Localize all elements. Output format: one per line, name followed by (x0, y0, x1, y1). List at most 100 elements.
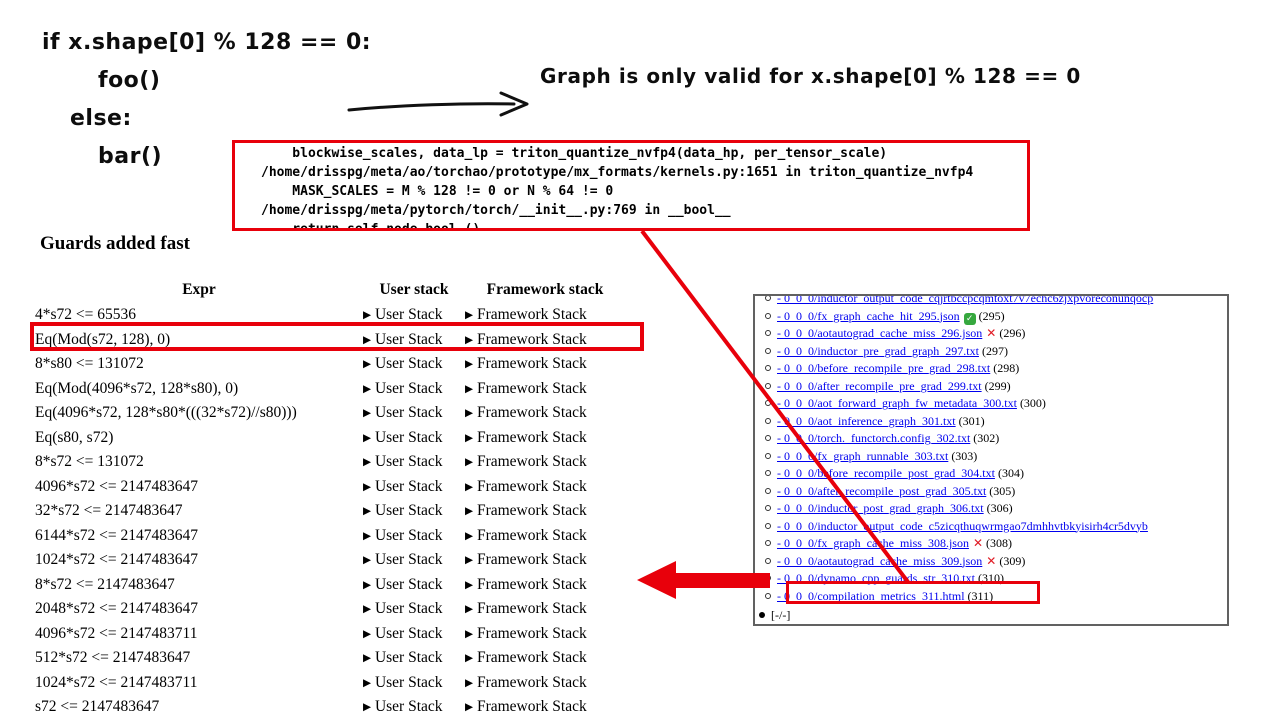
framework-stack-toggle[interactable]: ▶ Framework Stack (465, 526, 587, 544)
file-link[interactable]: - 0_0_0/fx_graph_cache_miss_308.json (777, 536, 969, 550)
file-link[interactable]: - 0_0_0/before_recompile_post_grad_304.t… (777, 466, 995, 480)
framework-stack-toggle[interactable]: ▶ Framework Stack (465, 600, 587, 618)
file-link[interactable]: - 0_0_0/aot_forward_graph_fw_metadata_30… (777, 396, 1017, 410)
file-count: (303) (948, 448, 978, 463)
file-count: (309) (996, 553, 1026, 568)
framework-stack-toggle[interactable]: ▶ Framework Stack (465, 477, 587, 495)
file-list-item: - 0_0_0/aot_inference_graph_301.txt (301… (765, 413, 1227, 431)
file-link[interactable]: - 0_0_0/after_recompile_pre_grad_299.txt (777, 378, 982, 393)
file-count: (299) (981, 378, 1011, 393)
guard-expr: Eq(Mod(s72, 128), 0) (35, 330, 171, 348)
file-link[interactable]: - 0_0_0/compilation_metrics_311.html (777, 588, 965, 603)
user-stack-toggle-cell: ▶ User Stack (363, 303, 465, 328)
framework-stack-toggle-cell: ▶ Framework Stack (465, 377, 625, 402)
guards-heading: Guards added fast (40, 233, 190, 254)
file-list-item: - 0_0_0/fx_graph_cache_hit_295.json✓ (29… (765, 308, 1227, 326)
file-link[interactable]: - 0_0_0/fx_graph_cache_hit_295.json (777, 308, 960, 323)
guard-expr: Eq(4096*s72, 128*s80*(((32*s72)//s80))) (35, 404, 297, 422)
bullet-circle-icon (765, 592, 771, 599)
file-link[interactable]: - 0_0_0/torch._functorch.config_302.txt (777, 431, 971, 445)
expand-triangle-icon: ▶ (363, 407, 372, 420)
framework-stack-toggle[interactable]: ▶ Framework Stack (465, 698, 587, 716)
framework-stack-toggle[interactable]: ▶ Framework Stack (465, 379, 587, 397)
status-cross-icon: ✕ (972, 536, 984, 550)
file-link[interactable]: - 0_0_0/aotautograd_cache_miss_296.json (777, 326, 983, 340)
user-stack-toggle-cell: ▶ User Stack (363, 646, 465, 671)
column-header-user-stack: User stack (379, 281, 449, 298)
framework-stack-toggle[interactable]: ▶ Framework Stack (465, 428, 587, 446)
user-stack-toggle[interactable]: ▶ User Stack (363, 379, 443, 397)
file-list-footer-label: [-/-] (771, 608, 791, 622)
file-count: (295) (975, 308, 1005, 323)
file-link[interactable]: - 0_0_0/aotautograd_cache_miss_309.json (777, 553, 983, 568)
bullet-circle-icon (765, 435, 771, 441)
framework-stack-toggle[interactable]: ▶ Framework Stack (465, 551, 587, 569)
guard-row: Eq(4096*s72, 128*s80*(((32*s72)//s80))) ▶… (35, 401, 625, 426)
expand-triangle-icon: ▶ (465, 529, 474, 542)
framework-stack-toggle-cell: ▶ Framework Stack (465, 671, 625, 696)
user-stack-toggle-cell: ▶ User Stack (363, 450, 465, 475)
user-stack-toggle[interactable]: ▶ User Stack (363, 306, 443, 324)
framework-stack-toggle[interactable]: ▶ Framework Stack (465, 502, 587, 520)
file-link[interactable]: - 0_0_0/aot_inference_graph_301.txt (777, 413, 956, 428)
user-stack-toggle[interactable]: ▶ User Stack (363, 477, 443, 495)
user-stack-toggle[interactable]: ▶ User Stack (363, 551, 443, 569)
user-stack-toggle[interactable]: ▶ User Stack (363, 673, 443, 691)
user-stack-toggle[interactable]: ▶ User Stack (363, 649, 443, 667)
framework-stack-toggle[interactable]: ▶ Framework Stack (465, 575, 587, 593)
file-count: (301) (955, 413, 985, 428)
user-stack-toggle[interactable]: ▶ User Stack (363, 330, 443, 348)
guard-expr: 32*s72 <= 2147483647 (35, 502, 183, 520)
file-link[interactable]: - 0_0_0/fx_graph_runnable_303.txt (777, 448, 949, 463)
user-stack-toggle[interactable]: ▶ User Stack (363, 355, 443, 373)
framework-stack-toggle[interactable]: ▶ Framework Stack (465, 404, 587, 422)
file-link[interactable]: - 0_0_0/inductor_output_code_cqjrtbccpcq… (777, 294, 1154, 305)
framework-stack-toggle[interactable]: ▶ Framework Stack (465, 673, 587, 691)
guard-expr: 8*s72 <= 131072 (35, 453, 144, 471)
guard-row: Eq(s80, s72)▶ User Stack▶ Framework Stac… (35, 426, 625, 451)
expand-triangle-icon: ▶ (363, 578, 372, 591)
guard-row: 8*s72 <= 2147483647▶ User Stack▶ Framewo… (35, 573, 625, 598)
file-count: (308) (983, 536, 1013, 550)
user-stack-toggle[interactable]: ▶ User Stack (363, 600, 443, 618)
user-stack-toggle[interactable]: ▶ User Stack (363, 624, 443, 642)
framework-stack-toggle[interactable]: ▶ Framework Stack (465, 624, 587, 642)
expand-triangle-icon: ▶ (363, 652, 372, 665)
framework-stack-toggle[interactable]: ▶ Framework Stack (465, 453, 587, 471)
stack-trace-line: blockwise_scales, data_lp = triton_quant… (261, 146, 888, 161)
file-link[interactable]: - 0_0_0/after_recompile_post_grad_305.tx… (777, 483, 987, 498)
file-link[interactable]: - 0_0_0/inductor_pre_grad_graph_297.txt (777, 343, 979, 358)
file-list-item: - 0_0_0/inductor_post_grad_graph_306.txt… (765, 500, 1227, 518)
guard-row: 8*s80 <= 131072▶ User Stack▶ Framework S… (35, 352, 625, 377)
framework-stack-toggle[interactable]: ▶ Framework Stack (465, 306, 587, 324)
user-stack-toggle-cell: ▶ User Stack (363, 695, 465, 720)
user-stack-toggle[interactable]: ▶ User Stack (363, 698, 443, 716)
user-stack-toggle[interactable]: ▶ User Stack (363, 453, 443, 471)
hand-arrow-icon (347, 91, 529, 117)
file-link[interactable]: - 0_0_0/inductor_output_code_c5zicqthuqw… (777, 518, 1148, 533)
user-stack-toggle[interactable]: ▶ User Stack (363, 502, 443, 520)
user-stack-toggle[interactable]: ▶ User Stack (363, 404, 443, 422)
file-link[interactable]: - 0_0_0/dynamo_cpp_guards_str_310.txt (777, 571, 975, 585)
framework-stack-toggle-cell: ▶ Framework Stack (465, 352, 625, 377)
framework-stack-toggle[interactable]: ▶ Framework Stack (465, 355, 587, 373)
framework-stack-toggle[interactable]: ▶ Framework Stack (465, 649, 587, 667)
file-link[interactable]: - 0_0_0/inductor_post_grad_graph_306.txt (777, 501, 984, 515)
status-check-icon: ✓ (963, 312, 976, 325)
framework-stack-toggle[interactable]: ▶ Framework Stack (465, 330, 587, 348)
user-stack-toggle[interactable]: ▶ User Stack (363, 575, 443, 593)
file-list-item: - 0_0_0/before_recompile_pre_grad_298.tx… (765, 360, 1227, 378)
stack-trace-line: MASK_SCALES = M % 128 != 0 or N % 64 != … (261, 184, 614, 199)
user-stack-toggle-cell: ▶ User Stack (363, 499, 465, 524)
user-stack-toggle-cell: ▶ User Stack (363, 524, 465, 549)
file-count: (305) (986, 483, 1016, 498)
guard-expr: 4096*s72 <= 2147483647 (35, 477, 199, 495)
expand-triangle-icon: ▶ (465, 333, 474, 346)
file-list-item: - 0_0_0/inductor_output_code_cqjrtbccpcq… (765, 294, 1227, 308)
expand-triangle-icon: ▶ (363, 676, 372, 689)
user-stack-toggle[interactable]: ▶ User Stack (363, 526, 443, 544)
file-count: (302) (970, 431, 1000, 445)
expand-triangle-icon: ▶ (465, 456, 474, 469)
user-stack-toggle[interactable]: ▶ User Stack (363, 428, 443, 446)
file-link[interactable]: - 0_0_0/before_recompile_pre_grad_298.tx… (777, 361, 991, 375)
